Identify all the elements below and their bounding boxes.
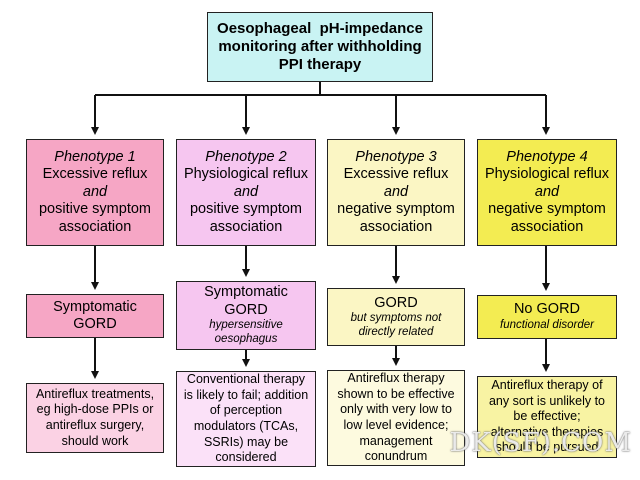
treatment-line: is likely to fail; addition: [183, 387, 309, 402]
phenotype-3-box: Phenotype 3 Excessive reflux and negativ…: [327, 139, 465, 246]
treatment-line: should work: [61, 433, 129, 448]
diagnosis-line: GORD: [374, 294, 418, 311]
phenotype-title: Phenotype 4: [506, 149, 588, 166]
top-line-1: Oesophageal pH-impedance: [217, 20, 423, 37]
treatment-line: considered: [215, 450, 277, 465]
phenotype-title: Phenotype 1: [54, 149, 136, 166]
phenotype-line: negative symptom: [337, 201, 455, 218]
diagnosis-subtext: functional disorder: [500, 318, 594, 331]
diagnosis-line: Symptomatic: [53, 298, 137, 315]
phenotype-2-box: Phenotype 2 Physiological reflux and pos…: [176, 139, 316, 246]
phenotype-line: Physiological reflux: [484, 166, 610, 183]
phenotype-and: and: [383, 183, 409, 200]
diagnosis-1-box: Symptomatic GORD: [26, 294, 164, 338]
phenotype-line: association: [359, 218, 433, 235]
phenotype-and: and: [82, 183, 108, 200]
top-line-3: PPI therapy: [278, 56, 362, 73]
treatment-line: Antireflux therapy: [347, 371, 445, 386]
phenotype-and: and: [233, 183, 259, 200]
phenotype-line: positive symptom: [189, 201, 302, 218]
diagnosis-line: Symptomatic: [204, 284, 288, 301]
diagnosis-2-box: Symptomatic GORD hypersensitive oesophag…: [176, 281, 316, 350]
treatment-line: Antireflux therapy of: [491, 377, 603, 392]
treatment-line: low level evidence;: [343, 418, 449, 432]
treatment-line: only with very low to: [340, 402, 452, 417]
phenotype-and: and: [534, 183, 560, 200]
phenotype-line: association: [58, 218, 132, 235]
treatment-1-box: Antireflux treatments, eg high-dose PPIs…: [26, 383, 164, 453]
diagnosis-line: GORD: [224, 301, 268, 318]
treatment-line: be effective;: [513, 409, 581, 424]
top-box-monitoring: Oesophageal pH-impedance monitoring afte…: [207, 12, 433, 82]
diagnosis-subtext: oesophagus: [214, 332, 278, 345]
treatment-line: Antireflux treatments,: [35, 386, 155, 401]
diagnosis-subtext: but symptoms not: [350, 311, 442, 324]
diagnosis-4-box: No GORD functional disorder: [477, 295, 617, 339]
treatment-2-box: Conventional therapy is likely to fail; …: [176, 371, 316, 467]
phenotype-line: negative symptom: [488, 201, 606, 218]
treatment-line: SSRIs) may be: [203, 434, 289, 449]
treatment-line: of perception: [209, 403, 283, 418]
phenotype-line: Excessive reflux: [343, 166, 449, 183]
phenotype-line: Excessive reflux: [42, 166, 148, 183]
phenotype-line: positive symptom: [38, 201, 151, 218]
treatment-line: alternative therapies: [490, 424, 604, 439]
phenotype-1-box: Phenotype 1 Excessive reflux and positiv…: [26, 139, 164, 246]
treatment-line: should be pursued: [495, 440, 599, 455]
diagnosis-line: No GORD: [513, 301, 581, 318]
treatment-line: eg high-dose PPIs or: [36, 402, 154, 417]
diagnosis-subtext: directly related: [358, 325, 434, 338]
diagnosis-subtext: hypersensitive: [209, 319, 283, 332]
diagnosis-3-box: GORD but symptoms not directly related: [327, 288, 465, 346]
phenotype-line: association: [510, 218, 584, 235]
treatment-3-box: Antireflux therapy shown to be effective…: [327, 370, 465, 466]
phenotype-title: Phenotype 3: [355, 149, 437, 166]
treatment-line: shown to be effective: [337, 386, 455, 401]
phenotype-title: Phenotype 2: [205, 149, 287, 166]
treatment-line: conundrum: [364, 449, 428, 464]
treatment-4-box: Antireflux therapy of any sort is unlike…: [477, 376, 617, 458]
treatment-line: Conventional therapy: [186, 372, 306, 387]
top-line-2: monitoring after withholding: [218, 38, 422, 55]
phenotype-4-box: Phenotype 4 Physiological reflux and neg…: [477, 139, 617, 246]
phenotype-line: association: [209, 218, 283, 235]
treatment-line: management: [359, 433, 433, 448]
phenotype-line: Physiological reflux: [183, 166, 309, 183]
treatment-line: antireflux surgery,: [45, 418, 145, 432]
treatment-line: modulators (TCAs,: [193, 419, 299, 433]
diagnosis-line: GORD: [73, 316, 117, 332]
treatment-line: any sort is unlikely to: [488, 393, 606, 408]
watermark-logo: DK(SF).COM: [449, 428, 632, 458]
